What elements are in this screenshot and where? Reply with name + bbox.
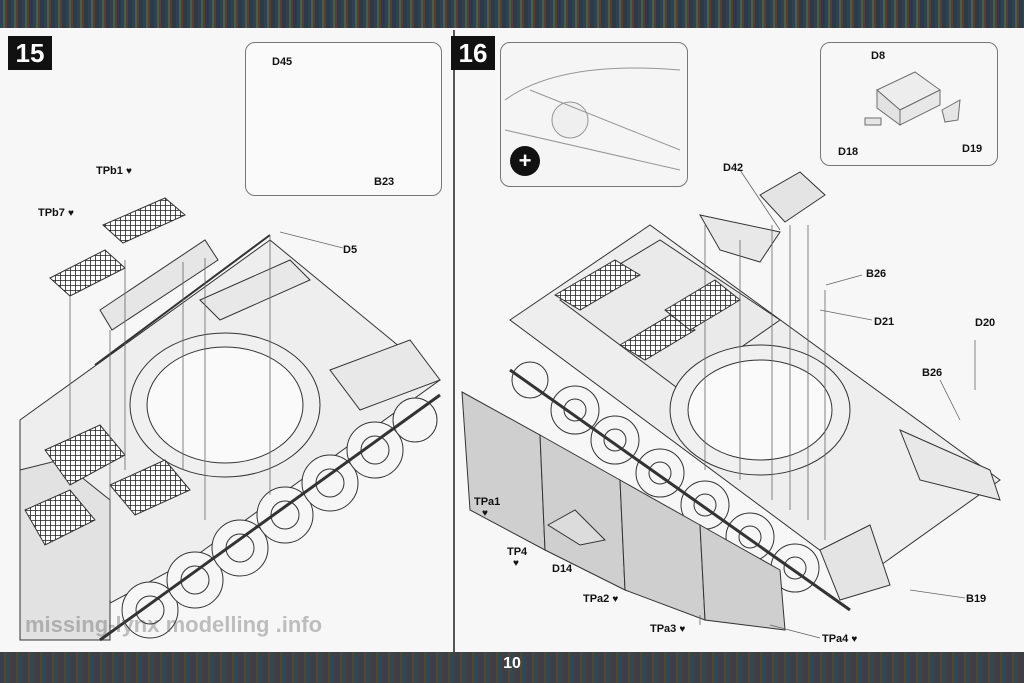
part-label-d8: D8 (871, 50, 886, 62)
photoetch-heart-icon: ♥ (679, 624, 686, 635)
part-label-d45: D45 (272, 56, 293, 68)
part-label-tpa2: TPa2 ♥ (583, 593, 618, 605)
photoetch-heart-icon: ♥ (67, 208, 74, 219)
photoetch-heart-icon: ♥ (612, 594, 619, 605)
step16-side-skirts (461, 391, 786, 631)
part-label-d5: D5 (343, 244, 358, 256)
bottom-color-band (0, 652, 1024, 683)
part-label-tp4-text: TP4 (507, 546, 528, 558)
zoom-in-icon: + (510, 146, 540, 176)
part-label-d21: D21 (874, 316, 895, 328)
step15-inset-box (245, 42, 442, 196)
part-label-tpa4: TPa4 ♥ (822, 633, 857, 645)
part-label-tpa1-text: TPa1 (474, 496, 501, 508)
step16-detail-inset (504, 67, 681, 171)
step-divider (453, 30, 455, 652)
part-label-tpa2-text: TPa2 (583, 593, 610, 605)
part-label-b19: B19 (966, 593, 987, 605)
part-label-d14: D14 (552, 563, 573, 575)
part-label-tpa1: TPa1 ♥ (474, 496, 500, 519)
top-color-band (0, 0, 1024, 30)
photoetch-heart-icon: ♥ (513, 558, 519, 569)
part-label-b26-top: B26 (866, 268, 887, 280)
part-label-tpa4-text: TPa4 (822, 633, 849, 645)
part-label-tpa3-text: TPa3 (650, 623, 677, 635)
part-label-tp4: TP4 ♥ (507, 546, 527, 569)
step16-inset-box (864, 71, 961, 126)
step16-parts-inset-box (820, 42, 998, 166)
step15-exploded-parts (49, 197, 344, 600)
part-label-b26-right: B26 (922, 367, 943, 379)
part-label-tpb1-text: TPb1 (96, 165, 123, 177)
part-label-tpb1: TPb1 ♥ (96, 165, 132, 177)
step-15-badge: 15 (8, 36, 52, 70)
step16-exploded-parts (547, 169, 976, 639)
part-label-d19: D19 (962, 143, 983, 155)
part-label-d42: D42 (723, 162, 744, 174)
part-label-d18: D18 (838, 146, 859, 158)
part-label-tpb7: TPb7 ♥ (38, 207, 74, 219)
step-16-badge: 16 (451, 36, 495, 70)
photoetch-heart-icon: ♥ (482, 508, 488, 519)
photoetch-heart-icon: ♥ (125, 166, 132, 177)
part-label-b23: B23 (374, 176, 395, 188)
watermark: missing-lynx modelling .info (25, 612, 323, 637)
step16-hull-drawing (509, 224, 1001, 612)
step15-hull-drawing (19, 239, 441, 642)
part-label-tpa3: TPa3 ♥ (650, 623, 685, 635)
part-label-tpb7-text: TPb7 (38, 207, 65, 219)
part-label-d20: D20 (975, 317, 996, 329)
photoetch-heart-icon: ♥ (851, 634, 858, 645)
page-number: 10 (503, 655, 521, 672)
